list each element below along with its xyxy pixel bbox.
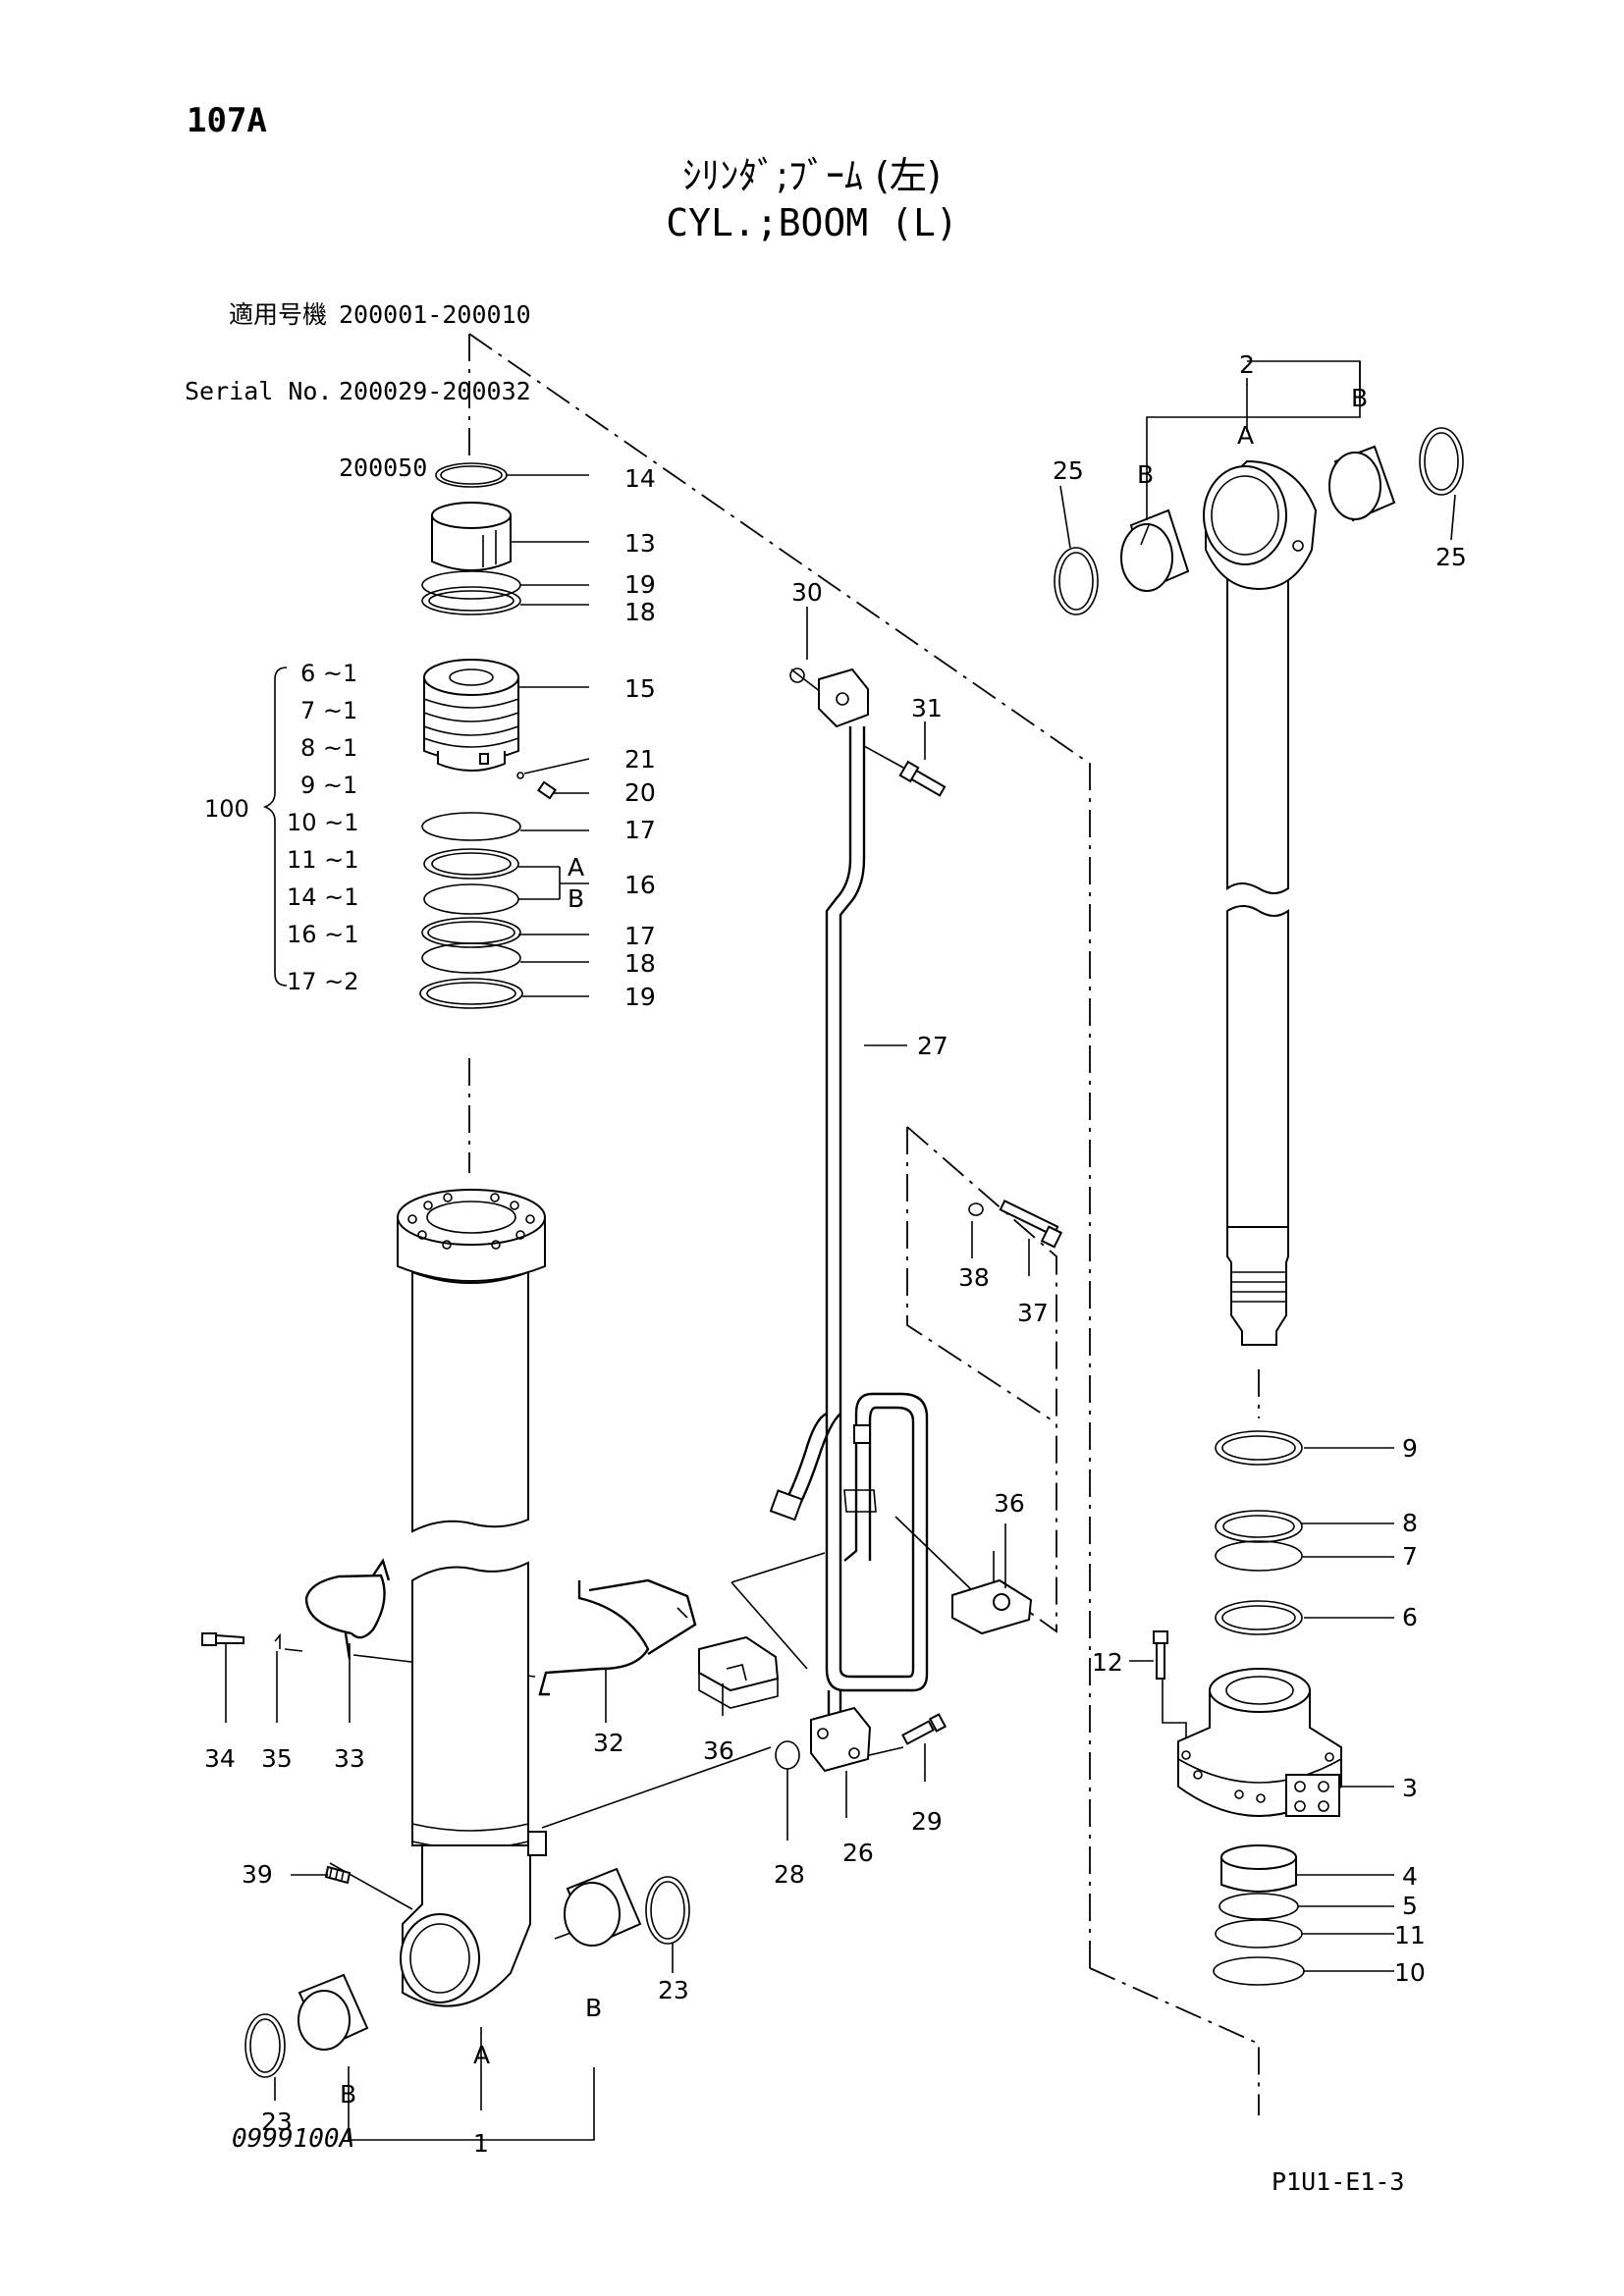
clamp-half-32: [538, 1578, 697, 1696]
kit-item-8: 16 ~1: [287, 921, 359, 948]
document-code: 0999100A: [232, 2124, 355, 2154]
cylinder-head-part-3: [1153, 1630, 1342, 1817]
callout-23-left: 23: [261, 2108, 293, 2136]
callout-18a: 18: [624, 598, 656, 626]
callout-38: 38: [958, 1263, 990, 1292]
part-callouts: 14 13 19 18 15 21 20 17 A B 16 17 18 19 …: [204, 350, 1467, 2158]
serial-applicability: 適用号機 200001-200010 Serial No.200029-20003…: [185, 251, 531, 532]
callout-16: 16: [624, 871, 656, 899]
seal-stack-lower: [419, 812, 523, 1009]
cylinder-tube-part-1: [397, 1189, 547, 2007]
pipe-27: [769, 667, 947, 1720]
head-seals: [1213, 1844, 1305, 1986]
callout-14: 14: [624, 464, 656, 493]
tube-bushings: [244, 1865, 690, 2078]
kit-item-1: 6 ~1: [300, 660, 357, 687]
page-id: 107A: [187, 101, 267, 140]
callout-21: 21: [624, 745, 656, 774]
callout-2-B-left: B: [1137, 460, 1154, 489]
callout-28: 28: [774, 1860, 805, 1889]
callout-11: 11: [1394, 1921, 1426, 1949]
serial-range-3: 200050: [339, 454, 428, 482]
callout-2: 2: [1239, 350, 1255, 379]
serial-label-jp: 適用号機: [228, 300, 327, 329]
callout-25-left: 25: [1053, 456, 1084, 485]
callout-25-right: 25: [1435, 543, 1467, 571]
callout-17a: 17: [624, 816, 656, 844]
kit-brace: [262, 667, 288, 987]
clamp-block-36: [698, 1578, 1033, 1709]
sheet-reference: P1U1-E1-3: [1272, 2167, 1405, 2196]
kit-item-6: 11 ~1: [287, 846, 359, 874]
title-japanese: ｼﾘﾝﾀﾞ;ﾌﾞｰﾑ (左): [682, 154, 942, 197]
kit-item-4: 9 ~1: [300, 772, 357, 799]
callout-20: 20: [624, 778, 656, 807]
flange-26: [775, 1706, 947, 1773]
serial-label-en: Serial No.: [185, 377, 333, 405]
callout-18b: 18: [624, 949, 656, 978]
callout-7: 7: [1402, 1542, 1418, 1571]
callout-10: 10: [1394, 1958, 1426, 1987]
callout-27: 27: [917, 1032, 948, 1060]
callout-1-B-right: B: [585, 1994, 602, 2022]
callout-36a: 36: [994, 1489, 1025, 1518]
callout-39: 39: [242, 1860, 273, 1889]
kit-item-9: 17 ~2: [287, 968, 359, 995]
callout-15: 15: [624, 674, 656, 703]
bolt-34: [201, 1632, 281, 1649]
rod-part-2: [1203, 459, 1318, 1346]
callout-33: 33: [334, 1744, 365, 1773]
callout-17b: 17: [624, 922, 656, 950]
callout-12: 12: [1092, 1648, 1123, 1677]
kit-item-2: 7 ~1: [300, 697, 357, 724]
callout-4: 4: [1402, 1862, 1418, 1891]
kit-item-5: 10 ~1: [287, 809, 359, 836]
callout-19b: 19: [624, 983, 656, 1011]
callout-35: 35: [261, 1744, 293, 1773]
serial-range-1: 200001-200010: [339, 300, 531, 329]
callout-2-A: A: [1237, 421, 1254, 450]
callout-16-B: B: [568, 884, 584, 913]
rod-bushings: [1054, 427, 1464, 615]
clamp-band-33: [304, 1558, 391, 1660]
title-english: CYL.;BOOM (L): [666, 201, 958, 244]
callout-9: 9: [1402, 1434, 1418, 1463]
leader-lines: [225, 360, 1456, 2141]
piston-part-15: [423, 659, 557, 800]
callout-19a: 19: [624, 570, 656, 599]
callout-1-A: A: [473, 2041, 490, 2069]
seal-stack-upper: [421, 462, 521, 615]
callout-37: 37: [1017, 1299, 1049, 1327]
callout-3: 3: [1402, 1774, 1418, 1802]
callout-5: 5: [1402, 1892, 1418, 1920]
repair-kit-list: 100 6 ~1 7 ~1 8 ~1 9 ~1 10 ~1 11 ~1 14 ~…: [204, 660, 359, 995]
bolt-37: [968, 1200, 1063, 1249]
kit-label-100: 100: [204, 795, 249, 823]
callout-16-A: A: [568, 853, 584, 881]
kit-item-3: 8 ~1: [300, 734, 357, 762]
rod-seals: [1215, 1430, 1303, 1635]
callout-1: 1: [473, 2129, 489, 2158]
callout-13: 13: [624, 529, 656, 558]
callout-6: 6: [1402, 1603, 1418, 1631]
kit-item-7: 14 ~1: [287, 883, 359, 911]
callout-36b: 36: [703, 1736, 734, 1765]
callout-34: 34: [204, 1744, 236, 1773]
callout-32: 32: [593, 1729, 624, 1757]
callout-1-B-left: B: [340, 2080, 356, 2109]
callout-2-B-right: B: [1351, 384, 1368, 412]
serial-range-2: 200029-200032: [339, 377, 531, 405]
callout-8: 8: [1402, 1509, 1418, 1537]
callout-29: 29: [911, 1807, 943, 1836]
callout-23-right: 23: [658, 1976, 689, 2004]
callout-30: 30: [791, 578, 823, 607]
callout-31: 31: [911, 694, 943, 722]
callout-26: 26: [842, 1839, 874, 1867]
